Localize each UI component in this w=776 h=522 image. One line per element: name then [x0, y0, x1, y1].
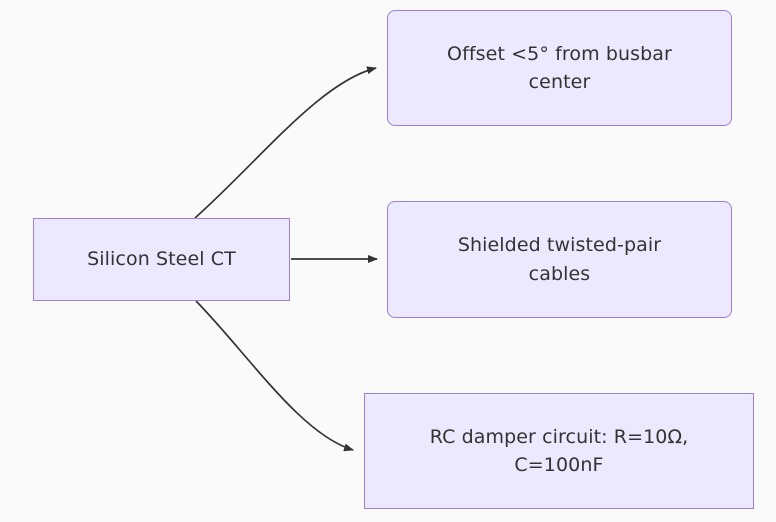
- edge-source-to-damper: [195, 300, 354, 452]
- node-offset-busbar-center[interactable]: Offset <5° from busbar center: [387, 10, 732, 126]
- node-label: RC damper circuit: R=10Ω, C=100nF: [429, 425, 689, 477]
- node-silicon-steel-ct[interactable]: Silicon Steel CT: [33, 218, 290, 301]
- edge-source-to-offset: [194, 66, 377, 219]
- node-label: Silicon Steel CT: [87, 248, 236, 271]
- node-rc-damper-circuit[interactable]: RC damper circuit: R=10Ω, C=100nF: [364, 393, 754, 509]
- node-label: Shielded twisted-pair cables: [457, 234, 662, 285]
- node-shielded-twisted-pair-cables[interactable]: Shielded twisted-pair cables: [387, 201, 732, 318]
- node-label: Offset <5° from busbar center: [447, 42, 672, 94]
